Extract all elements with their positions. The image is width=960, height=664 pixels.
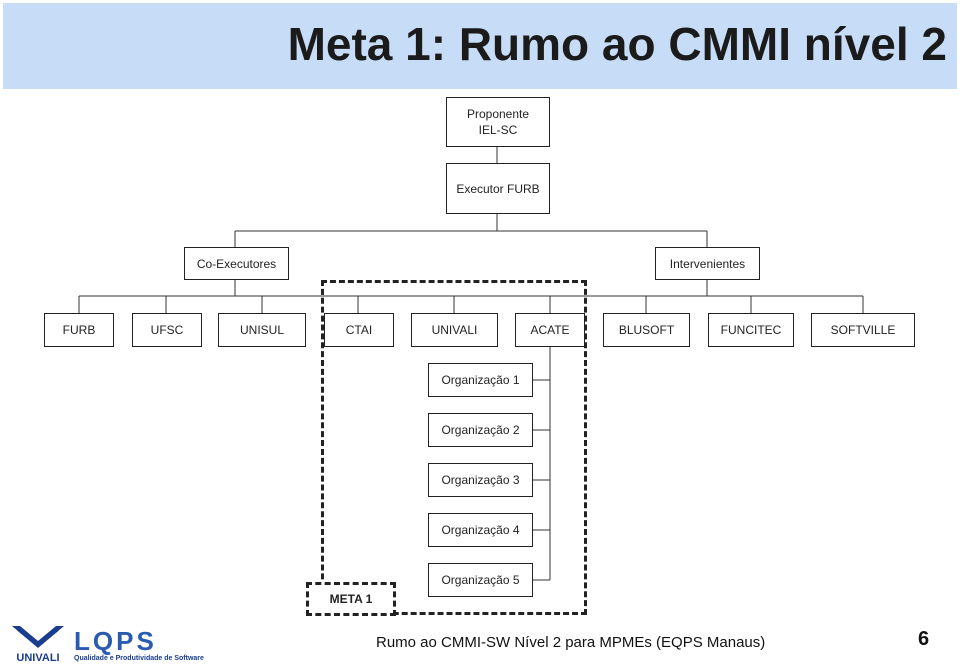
node-member-furb: FURB [44,313,114,347]
node-executor: Executor FURB [446,163,550,214]
org-chart: Proponente IEL-SC Executor FURB Co-Execu… [0,90,960,620]
node-member-ufsc: UFSC [132,313,202,347]
lqps-logo-text: LQPS [74,628,157,656]
node-member-funcitec: FUNCITEC [708,313,794,347]
member-label: CTAI [345,323,373,337]
member-label: FUNCITEC [720,323,782,337]
proponente-org: IEL-SC [478,123,518,137]
univali-logo: UNIVALI [12,626,64,664]
member-label: BLUSOFT [618,323,675,337]
node-co-executores: Co-Executores [184,247,289,280]
executor-label: Executor FURB [456,181,540,196]
co-executores-label: Co-Executores [196,256,277,271]
node-member-blusoft: BLUSOFT [603,313,690,347]
node-organizacao-1: Organização 1 [428,363,533,397]
member-label: ACATE [530,323,570,337]
node-member-univali: UNIVALI [411,313,498,347]
lqps-tagline: Qualidade e Produtividade de Software [74,655,204,662]
univali-logo-text: UNIVALI [16,652,59,664]
organization-label: Organização 5 [441,573,520,587]
member-label: FURB [62,323,96,337]
meta-1-label-box: META 1 [306,582,396,616]
proponente-label: Proponente [466,107,530,121]
node-member-acate: ACATE [515,313,585,347]
node-proponente: Proponente IEL-SC [446,97,550,147]
meta-1-label: META 1 [329,592,373,606]
slide-title: Meta 1: Rumo ao CMMI nível 2 [287,18,947,70]
node-organizacao-4: Organização 4 [428,513,533,547]
organization-label: Organização 2 [441,423,520,437]
meta-1-boundary [321,280,587,615]
organization-label: Organização 1 [441,373,520,387]
member-label: SOFTVILLE [830,323,896,337]
member-label: UNIVALI [431,323,478,337]
node-member-ctai: CTAI [324,313,394,347]
member-label: UFSC [150,323,184,337]
organization-label: Organização 3 [441,473,520,487]
node-organizacao-3: Organização 3 [428,463,533,497]
node-organizacao-5: Organização 5 [428,563,533,597]
lqps-logo: LQPS Qualidade e Produtividade de Softwa… [74,628,204,662]
intervenientes-label: Intervenientes [669,256,746,271]
node-intervenientes: Intervenientes [655,247,760,280]
node-organizacao-2: Organização 2 [428,413,533,447]
organization-label: Organização 4 [441,523,520,537]
title-bar: Meta 1: Rumo ao CMMI nível 2 [3,3,957,89]
member-label: UNISUL [239,323,284,337]
connector-lines [78,147,864,581]
slide-footer: Rumo ao CMMI-SW Nível 2 para MPMEs (EQPS… [376,634,766,651]
page-number: 6 [918,628,930,650]
node-member-softville: SOFTVILLE [811,313,915,347]
node-member-unisul: UNISUL [218,313,306,347]
